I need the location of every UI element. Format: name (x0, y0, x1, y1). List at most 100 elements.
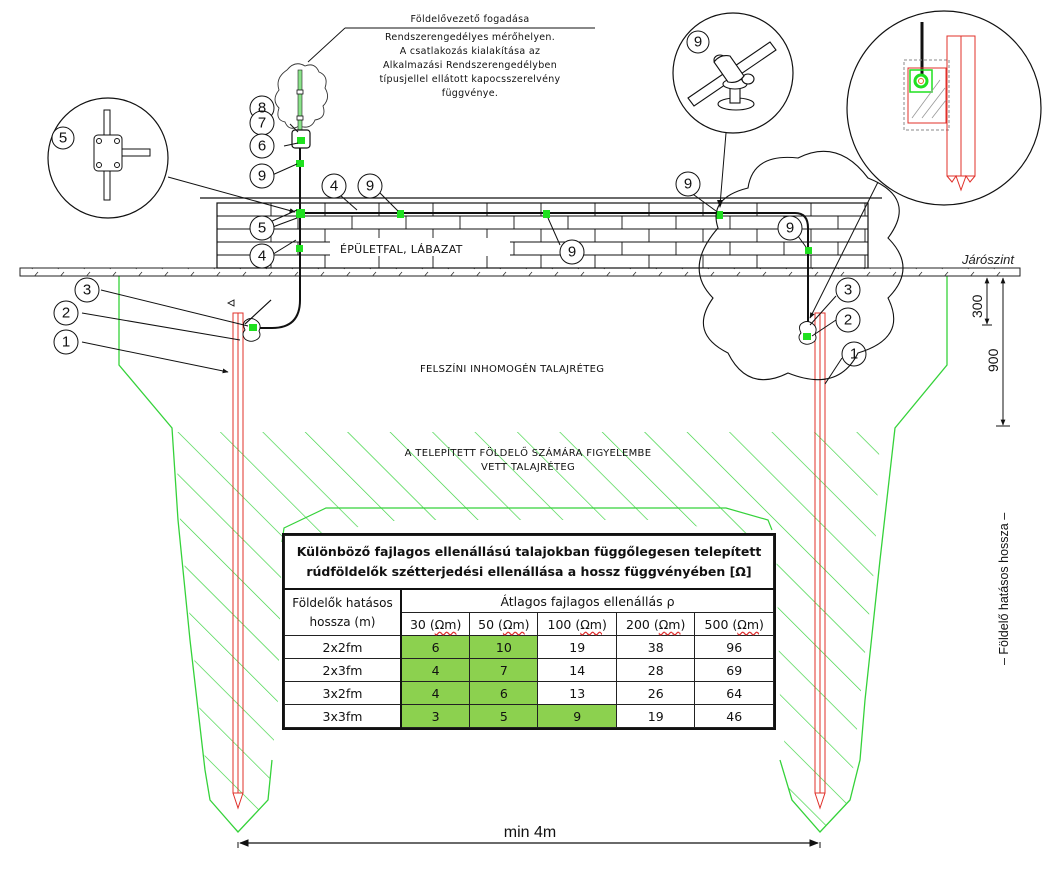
clamp-point (296, 209, 305, 218)
callout-6: 6 (258, 138, 266, 155)
callout-4: 4 (258, 248, 266, 265)
callout-2: 2 (62, 305, 70, 322)
column-group-header: Átlagos fajlagos ellenállás ρ (400, 588, 774, 613)
table-cell: 38 (615, 635, 696, 659)
callout-1: 1 (62, 334, 70, 351)
annotation-line: függvénye. (442, 88, 498, 99)
annotation-line: típusjellel ellátott kapocsszerelvény (380, 74, 561, 85)
table-cell: 4 (400, 658, 471, 682)
spacing-label: min 4m (504, 824, 556, 841)
column-value: 500 (704, 616, 729, 632)
table-cell: 28 (615, 658, 696, 682)
callout-8: 8 (258, 100, 266, 117)
table-cell: 69 (694, 658, 774, 682)
annotation-line: Rendszerengedélyes mérőhelyen. (385, 32, 555, 43)
callout-3: 3 (83, 282, 91, 299)
table-cell: 14 (537, 658, 617, 682)
column-unit: Ωm (737, 616, 759, 632)
table-cell: 5 (469, 704, 539, 728)
clamp-point (397, 210, 404, 218)
soil-inner-boundary (281, 507, 773, 543)
annotation-title: Földelővezető fogadása (411, 14, 530, 25)
clamp-point (716, 211, 723, 219)
table-cell: 46 (694, 704, 774, 728)
table-cell: 9 (537, 704, 617, 728)
callout-2: 2 (844, 312, 852, 329)
column-unit: Ωm (502, 616, 525, 632)
meter-point-cloud (274, 63, 328, 149)
callout-4: 4 (330, 178, 338, 195)
table-cell: 19 (537, 635, 617, 659)
table-cell: 4 (400, 681, 471, 705)
column-header: 30 (Ωm) (400, 612, 471, 636)
callout-9: 9 (366, 178, 374, 195)
annotation-line: A csatlakozás kialakítása az (400, 46, 541, 57)
column-unit: Ωm (434, 616, 457, 632)
table-cell: 6 (400, 635, 471, 659)
clamp-point (543, 210, 550, 218)
table-cell: 6 (469, 681, 539, 705)
marker-triangle (226, 299, 235, 307)
ground-level: Járószint (19, 252, 1021, 277)
callout-9: 9 (786, 220, 794, 237)
column-unit: Ωm (580, 616, 602, 632)
clamp-point (296, 245, 303, 252)
column-header: 200 (Ωm) (615, 612, 696, 636)
table-cell: 3 (400, 704, 471, 728)
table-title-line2: rúdföldelők szétterjedési ellenállása a … (306, 564, 752, 579)
electrode-clamp-left (242, 318, 261, 342)
column-unit: Ωm (658, 616, 681, 632)
table-cell: 7 (469, 658, 539, 682)
annotation-leader (307, 27, 346, 63)
annotation-line: Alkalmazási Rendszerengedélyben (383, 60, 557, 71)
callouts (53, 95, 867, 385)
detail-bubble-electrode (809, 10, 1042, 319)
table-cell: 10 (469, 635, 539, 659)
detail-bubble-5: 5 (47, 97, 169, 219)
depth-dimensions (982, 277, 1010, 427)
column-value: 100 (547, 616, 572, 632)
considered-layer-label-2: VETT TALAJRÉTEG (481, 460, 575, 473)
dimension-300: 300 (969, 294, 985, 318)
table-title-line1: Különböző fajlagos ellenállású talajokba… (296, 544, 762, 559)
soil-outline-right (779, 275, 948, 833)
column-value: 200 (626, 616, 650, 632)
callout-9: 9 (684, 176, 692, 193)
meter-annotation: Földelővezető fogadása Rendszerengedélye… (380, 14, 561, 99)
column-value: 50 (478, 616, 495, 632)
ground-electrode-left (232, 312, 244, 810)
surface-layer-label: FELSZÍNI INHOMOGÉN TALAJRÉTEG (420, 362, 604, 375)
ground-level-label: Járószint (961, 252, 1015, 267)
column-header: 500 (Ωm) (694, 612, 774, 636)
effective-length-label: – Földelő hatásos hossza – (997, 513, 1011, 665)
table-cell: 26 (615, 681, 696, 705)
row-label: 2x3fm (284, 658, 402, 682)
detail-5-number: 5 (59, 130, 67, 147)
column-value: 30 (409, 616, 426, 632)
table-title: Különböző fajlagos ellenállású talajokba… (284, 535, 774, 590)
grounding-conductor (258, 145, 809, 329)
callout-numbers: 3 2 1 8 7 6 9 5 4 4 9 9 9 9 3 2 1 (62, 100, 858, 363)
clamp-point (296, 160, 304, 167)
callout-5: 5 (258, 220, 266, 237)
row-label: 2x2fm (284, 635, 402, 659)
callout-7: 7 (258, 115, 266, 132)
spacing-dimension: min 4m (237, 824, 821, 848)
column-header: 50 (Ωm) (469, 612, 539, 636)
table-cell: 96 (694, 635, 774, 659)
row-label: 3x3fm (284, 704, 402, 728)
column-header: 100 (Ωm) (537, 612, 617, 636)
dimension-900: 900 (985, 348, 1001, 372)
table-cell: 64 (694, 681, 774, 705)
row-header-line2: hossza (m) (309, 614, 376, 629)
callout-3: 3 (844, 282, 852, 299)
table-cell: 13 (537, 681, 617, 705)
wall-clamp-points (296, 160, 812, 254)
callout-9: 9 (568, 244, 576, 261)
detail-9-number: 9 (694, 34, 702, 51)
